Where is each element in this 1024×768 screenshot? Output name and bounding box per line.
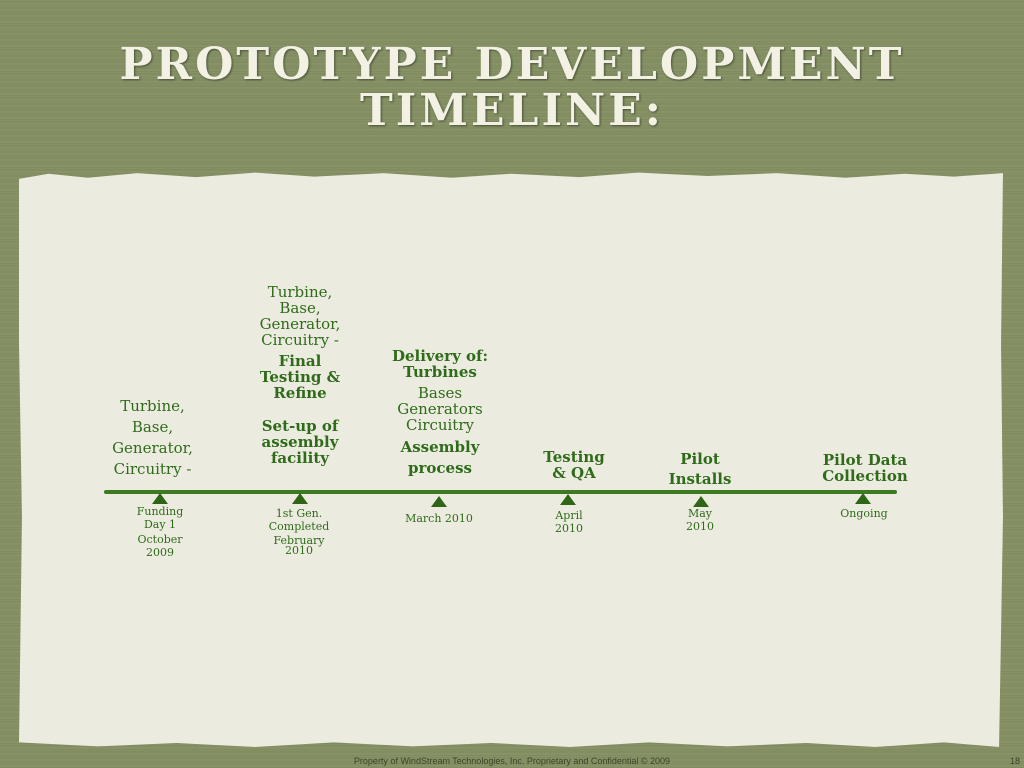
- footer-copyright: Property of WindStream Technologies, Inc…: [353, 756, 671, 766]
- milestone-3-plain-1: Bases: [417, 384, 463, 402]
- milestone-6-label: Pilot Data Collection: [800, 452, 930, 484]
- milestone-5-label: Pilot Installs: [650, 449, 750, 489]
- milestone-4-date-line-2: 2010: [555, 522, 583, 535]
- milestone-5-date: May 2010: [665, 507, 735, 533]
- paper-background: [19, 172, 1003, 747]
- milestone-3-marker-icon: [431, 496, 447, 507]
- milestone-1-line-3: Generator,: [112, 439, 193, 457]
- milestone-1-marker-icon: [152, 493, 168, 504]
- milestone-6-date: Ongoing: [828, 507, 900, 520]
- milestone-1-date-line-1: Funding: [136, 505, 184, 518]
- milestone-4-date: April 2010: [534, 509, 604, 535]
- milestone-2-plain-4: Circuitry -: [261, 331, 339, 349]
- milestone-2-date-line-3: February: [273, 534, 325, 547]
- milestone-2-date: 1st Gen. Completed February 2010: [258, 507, 340, 556]
- milestone-3-bold-2: Turbines: [403, 363, 477, 381]
- milestone-6-marker-icon: [855, 493, 871, 504]
- milestone-3-date: March 2010: [394, 512, 484, 525]
- milestone-1-date: Funding Day 1 October 2009: [124, 505, 196, 559]
- milestone-1-line-1: Turbine,: [120, 397, 185, 415]
- slide-title: PROTOTYPE DEVELOPMENT TIMELINE:: [0, 42, 1024, 134]
- milestone-1-date-line-4: 2009: [146, 546, 174, 559]
- timeline-line: [104, 490, 897, 494]
- milestone-3-bold2-2: process: [408, 459, 472, 477]
- milestone-2-plain-3: Generator,: [259, 315, 341, 333]
- milestone-1-line-4: Circuitry -: [113, 460, 192, 478]
- milestone-3-label: Delivery of: Turbines Bases Generators C…: [380, 348, 500, 479]
- page-number: 18: [1009, 756, 1020, 766]
- milestone-1-label: Turbine, Base, Generator, Circuitry -: [100, 396, 205, 480]
- milestone-4-bold-1: Testing: [543, 448, 605, 466]
- milestone-2-plain-1: Turbine,: [267, 283, 333, 301]
- milestone-6-bold-2: Collection: [822, 467, 908, 485]
- milestone-1-date-line-3: October: [137, 533, 183, 546]
- milestone-6-bold-1: Pilot Data: [822, 451, 908, 469]
- milestone-5-bold-2: Installs: [668, 470, 732, 488]
- milestone-3-date-line-1: March 2010: [405, 512, 473, 525]
- milestone-2-bold-1: Final: [278, 352, 322, 370]
- milestone-2-bold2-2: assembly: [261, 433, 339, 451]
- milestone-4-date-line-1: April: [555, 509, 583, 522]
- milestone-3-plain-2: Generators: [397, 400, 483, 418]
- milestone-1-line-2: Base,: [131, 418, 174, 436]
- milestone-3-bold-1: Delivery of:: [391, 347, 489, 365]
- milestone-5-bold-1: Pilot: [680, 450, 720, 468]
- milestone-2-date-line-4: 2010: [285, 544, 313, 557]
- milestone-1-date-line-2: Day 1: [143, 518, 177, 531]
- milestone-3-plain-3: Circuitry: [406, 416, 474, 434]
- milestone-2-label: Turbine, Base, Generator, Circuitry - Fi…: [245, 284, 355, 466]
- milestone-5-marker-icon: [693, 496, 709, 507]
- milestone-2-date-line-1: 1st Gen.: [275, 507, 323, 520]
- milestone-4-bold-2: & QA: [552, 464, 596, 482]
- milestone-4-marker-icon: [560, 494, 576, 505]
- milestone-2-date-line-2: Completed: [268, 520, 330, 533]
- slide-title-line-1: PROTOTYPE DEVELOPMENT: [119, 39, 905, 90]
- milestone-2-bold-2: Testing &: [259, 368, 341, 386]
- milestone-3-bold2-1: Assembly: [400, 438, 480, 456]
- milestone-2-plain-2: Base,: [279, 299, 321, 317]
- milestone-5-date-line-2: 2010: [686, 520, 714, 533]
- milestone-2-bold-3: Refine: [273, 384, 327, 402]
- milestone-2-bold2-3: facility: [270, 449, 330, 467]
- milestone-2-marker-icon: [292, 493, 308, 504]
- milestone-6-date-line-1: Ongoing: [840, 507, 888, 520]
- milestone-5-date-line-1: May: [687, 507, 713, 520]
- slide-title-line-2: TIMELINE:: [359, 85, 665, 136]
- milestone-4-label: Testing & QA: [524, 449, 624, 481]
- milestone-2-bold2-1: Set-up of: [261, 417, 339, 435]
